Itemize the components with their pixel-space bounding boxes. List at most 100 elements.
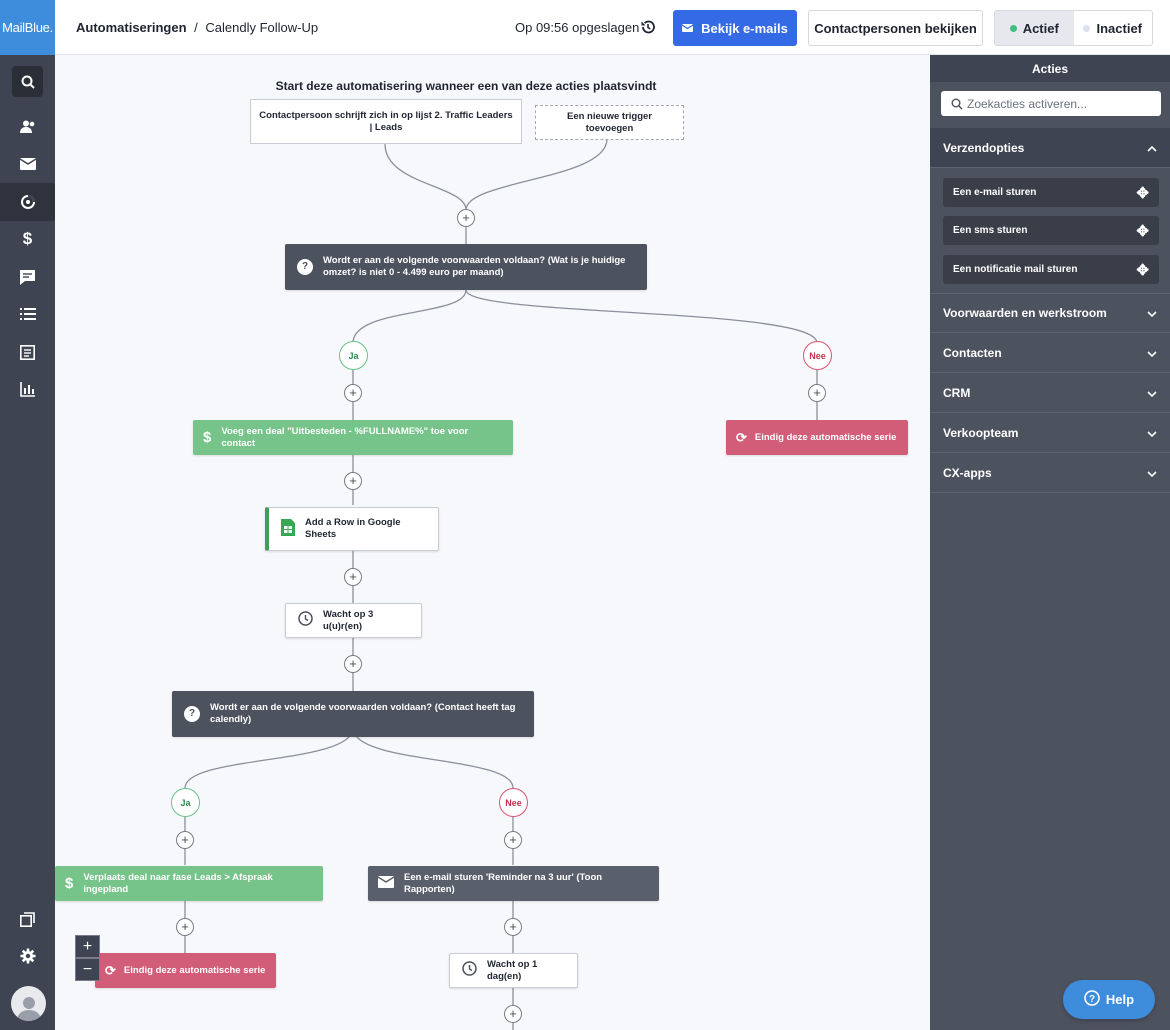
help-button[interactable]: ? Help xyxy=(1063,980,1155,1019)
action-send-sms-label: Een sms sturen xyxy=(953,225,1028,236)
add-step-button[interactable]: + xyxy=(504,1005,522,1023)
mailblue-logo[interactable]: MailBlue. xyxy=(0,0,55,55)
conversations-icon[interactable] xyxy=(0,258,55,296)
section-contacts[interactable]: Contacten xyxy=(930,333,1170,373)
send-email-action[interactable]: Een e-mail sturen 'Reminder na 3 uur' (T… xyxy=(368,866,659,901)
branch-yes[interactable]: Ja xyxy=(171,788,200,817)
add-step-button[interactable]: + xyxy=(344,384,362,402)
section-send-options-label: Verzendopties xyxy=(943,140,1025,155)
end-series-label: Eindig deze automatische serie xyxy=(123,964,266,976)
inactive-toggle[interactable]: Inactief xyxy=(1074,11,1153,45)
breadcrumb: Automatiseringen / Calendly Follow-Up xyxy=(76,20,318,35)
add-step-button[interactable]: + xyxy=(176,831,194,849)
add-step-button[interactable]: + xyxy=(457,209,475,227)
view-emails-button[interactable]: Bekijk e-mails xyxy=(673,10,797,46)
envelope-icon xyxy=(682,24,694,32)
pages-icon[interactable] xyxy=(0,900,55,938)
section-crm[interactable]: CRM xyxy=(930,373,1170,413)
section-send-options[interactable]: Verzendopties xyxy=(930,128,1170,168)
add-step-button[interactable]: + xyxy=(808,384,826,402)
section-contacts-label: Contacten xyxy=(943,345,1002,360)
move-icon[interactable]: ✥ xyxy=(1136,222,1149,240)
reports-icon[interactable] xyxy=(0,370,55,408)
end-series-action[interactable]: ⟳ Eindig deze automatische serie xyxy=(95,953,276,988)
action-send-email[interactable]: Een e-mail sturen ✥ xyxy=(943,178,1159,207)
workflow-canvas[interactable]: Start deze automatisering wanneer een va… xyxy=(55,55,930,1030)
condition-tag[interactable]: ? Wordt er aan de volgende voorwaarden v… xyxy=(172,691,534,737)
save-status: Op 09:56 opgeslagen xyxy=(515,20,640,35)
chevron-down-icon xyxy=(1147,386,1157,400)
wait-action[interactable]: Wacht op 3 u(u)r(en) xyxy=(285,603,422,638)
help-label: Help xyxy=(1105,992,1135,1007)
add-deal-label: Voeg een deal "Uitbesteden - %FULLNAME%"… xyxy=(221,425,469,449)
contacts-icon[interactable] xyxy=(0,108,55,146)
svg-text:?: ? xyxy=(1089,994,1095,1005)
action-send-sms[interactable]: Een sms sturen ✥ xyxy=(943,216,1159,245)
dollar-icon: $ xyxy=(203,428,212,446)
google-sheets-action[interactable]: Add a Row in Google Sheets xyxy=(265,507,439,551)
automations-icon[interactable] xyxy=(0,183,55,221)
add-step-button[interactable]: + xyxy=(504,918,522,936)
chevron-down-icon xyxy=(1147,466,1157,480)
chevron-down-icon xyxy=(1147,306,1157,320)
branch-no[interactable]: Nee xyxy=(803,341,832,370)
add-step-button[interactable]: + xyxy=(176,918,194,936)
section-sales-team[interactable]: Verkoopteam xyxy=(930,413,1170,453)
add-step-button[interactable]: + xyxy=(504,831,522,849)
chevron-down-icon xyxy=(1147,426,1157,440)
view-contacts-button[interactable]: Contactpersonen bekijken xyxy=(808,10,983,46)
section-cx-apps[interactable]: CX-apps xyxy=(930,453,1170,493)
condition-revenue-label: Wordt er aan de volgende voorwaarden vol… xyxy=(323,255,626,278)
inactive-label: Inactief xyxy=(1096,20,1142,36)
chevron-down-icon xyxy=(1147,346,1157,360)
add-deal-action[interactable]: $ Voeg een deal "Uitbesteden - %FULLNAME… xyxy=(193,420,513,455)
active-toggle[interactable]: Actief xyxy=(995,11,1074,45)
zoom-controls: + − xyxy=(75,935,100,981)
google-sheets-icon xyxy=(281,518,295,540)
start-title: Start deze automatisering wanneer een va… xyxy=(275,79,657,93)
question-icon: ? xyxy=(297,259,313,275)
zoom-in-button[interactable]: + xyxy=(75,935,100,958)
history-icon[interactable] xyxy=(640,19,656,40)
action-send-notification[interactable]: Een notificatie mail sturen ✥ xyxy=(943,255,1159,284)
help-icon: ? xyxy=(1084,990,1100,1009)
zoom-out-button[interactable]: − xyxy=(75,958,100,981)
breadcrumb-automations-link[interactable]: Automatiseringen xyxy=(76,20,187,35)
move-icon[interactable]: ✥ xyxy=(1136,261,1149,279)
search-icon[interactable] xyxy=(12,66,43,97)
branch-no[interactable]: Nee xyxy=(499,788,528,817)
add-trigger-button[interactable]: Een nieuwe trigger toevoegen xyxy=(535,105,684,140)
wait-label: Wacht op 1 dag(en) xyxy=(487,958,538,982)
move-icon[interactable]: ✥ xyxy=(1136,184,1149,202)
section-crm-label: CRM xyxy=(943,385,971,400)
status-toggle: Actief Inactief xyxy=(994,10,1153,46)
section-conditions[interactable]: Voorwaarden en werkstroom xyxy=(930,293,1170,333)
view-emails-label: Bekijk e-mails xyxy=(701,20,788,36)
action-send-notification-label: Een notificatie mail sturen xyxy=(953,264,1078,275)
trigger-list-subscribe[interactable]: Contactpersoon schrijft zich in op lijst… xyxy=(250,99,522,144)
top-header: Automatiseringen / Calendly Follow-Up Op… xyxy=(55,0,1170,55)
action-send-email-label: Een e-mail sturen xyxy=(953,187,1037,198)
add-step-button[interactable]: + xyxy=(344,568,362,586)
wait-action[interactable]: Wacht op 1 dag(en) xyxy=(449,953,578,988)
deals-icon[interactable]: $ xyxy=(22,229,33,248)
question-icon: ? xyxy=(184,706,200,722)
branch-yes[interactable]: Ja xyxy=(339,341,368,370)
lists-icon[interactable] xyxy=(0,295,55,333)
condition-tag-label: Wordt er aan de volgende voorwaarden vol… xyxy=(210,702,516,725)
action-search xyxy=(941,91,1161,116)
add-step-button[interactable]: + xyxy=(344,472,362,490)
settings-icon[interactable] xyxy=(0,937,55,975)
end-series-action[interactable]: ⟳ Eindig deze automatische serie xyxy=(726,420,908,455)
email-icon[interactable] xyxy=(0,145,55,183)
avatar-icon[interactable] xyxy=(11,986,46,1021)
wait-label: Wacht op 3 u(u)r(en) xyxy=(323,608,374,632)
search-icon xyxy=(951,98,963,109)
forms-icon[interactable] xyxy=(0,333,55,371)
add-step-button[interactable]: + xyxy=(344,655,362,673)
action-search-input[interactable] xyxy=(967,96,1147,111)
clock-icon xyxy=(298,611,313,630)
condition-revenue[interactable]: ? Wordt er aan de volgende voorwaarden v… xyxy=(285,244,647,290)
move-deal-action[interactable]: $ Verplaats deal naar fase Leads > Afspr… xyxy=(55,866,323,901)
inactive-dot-icon xyxy=(1083,24,1091,32)
